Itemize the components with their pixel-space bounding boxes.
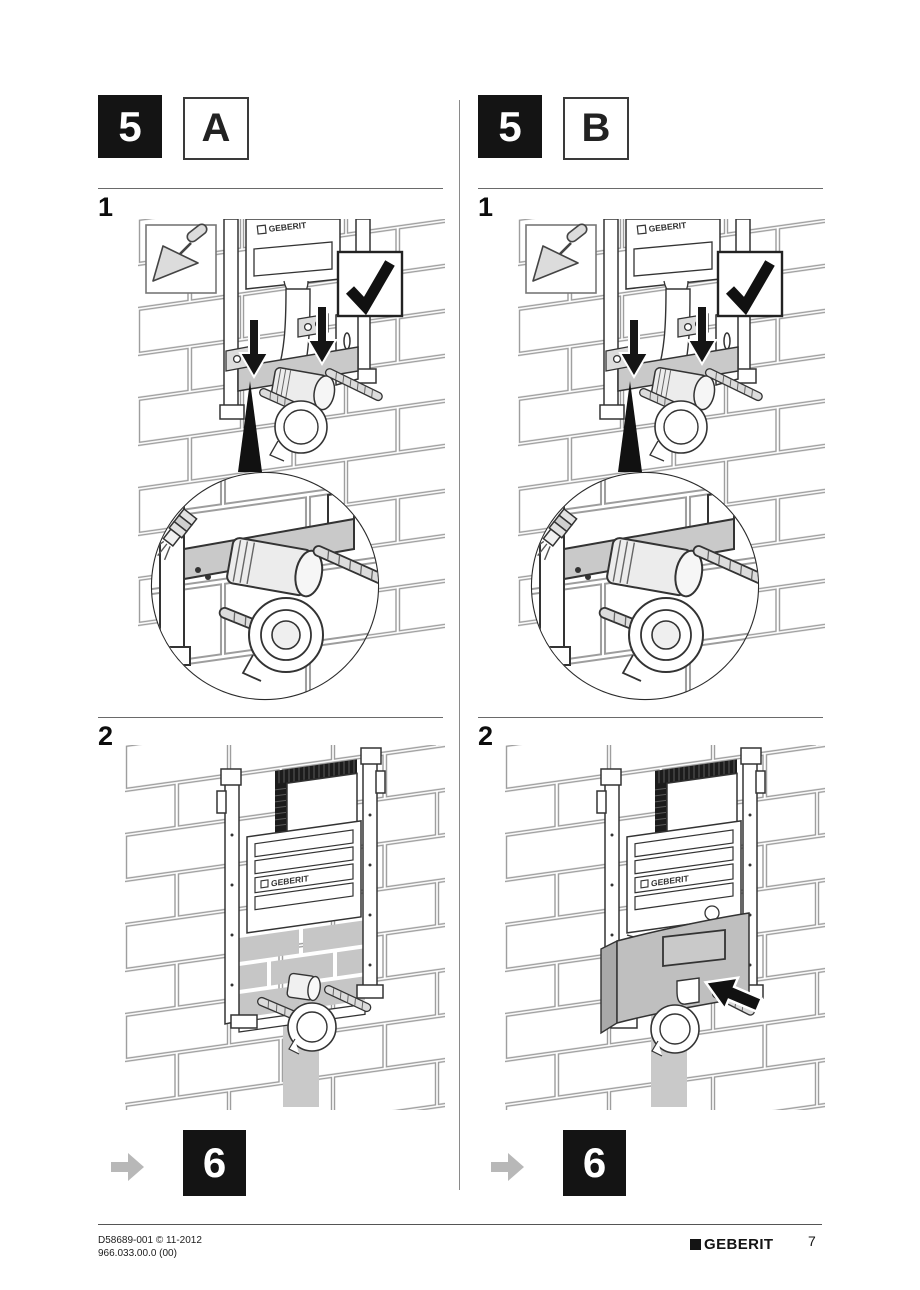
section-rule [478,188,823,189]
next-step-box: 6 [563,1130,626,1196]
variant-b-box: B [563,97,629,160]
geberit-logo: GEBERIT [690,1236,773,1253]
section-rule [98,717,443,718]
footer-doc-line2: 966.033.00.0 (00) [98,1248,177,1259]
step-number-box: 5 [98,95,162,158]
substep-2-label: 2 [98,721,114,751]
variant-a-box: A [183,97,249,160]
step1-illustration [518,219,825,711]
column-divider [459,100,460,1190]
variant-b-column: 5 B 1 2 6 [478,95,825,1205]
geberit-logo-square [690,1239,701,1250]
variant-label: B [581,106,611,150]
page-number: 7 [808,1233,816,1249]
next-arrow-icon [111,1151,145,1183]
variant-label: A [201,106,231,150]
next-arrow-icon [491,1151,525,1183]
step-number: 5 [498,102,522,150]
substep-1-label: 1 [98,192,114,222]
substep-1-label: 1 [478,192,494,222]
next-step-number: 6 [582,1139,607,1186]
next-step-number: 6 [202,1139,227,1186]
section-rule [478,717,823,718]
footer-doc-line1: D58689-001 © 11-2012 [98,1235,202,1246]
step2-illustration-cover-panel [505,745,825,1110]
geberit-logo-text: GEBERIT [704,1236,774,1253]
next-step-box: 6 [183,1130,246,1196]
step1-illustration [138,219,445,711]
step2-illustration-masonry [125,745,445,1110]
section-rule [98,188,443,189]
variant-a-column: 5 A 1 2 6 [98,95,445,1205]
footer-doc-info: D58689-001 © 11-2012 966.033.00.0 (00) [98,1234,202,1260]
step-number: 5 [118,102,142,150]
footer-rule [98,1224,822,1225]
step-number-box: 5 [478,95,542,158]
substep-2-label: 2 [478,721,494,751]
